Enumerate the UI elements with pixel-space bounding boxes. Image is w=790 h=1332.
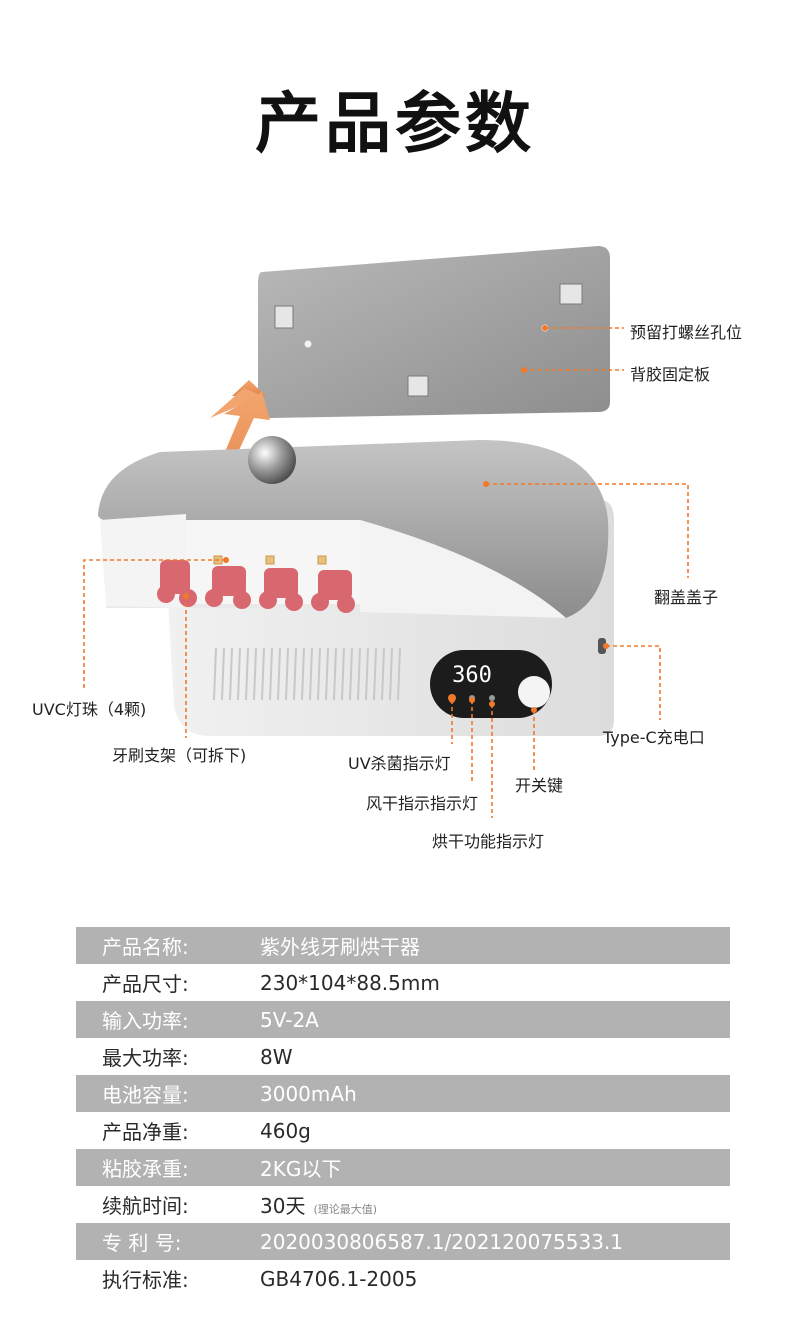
spec-label: 最大功率: — [102, 1046, 189, 1070]
spec-row: 专 利 号: 2020030806587.1/202120075533.1 — [76, 1223, 730, 1260]
magnet-ball — [248, 436, 296, 484]
callout-holder: 牙刷支架（可拆下) — [112, 746, 247, 765]
callout-type-c: Type-C充电口 — [603, 728, 705, 747]
spec-label: 产品净重: — [102, 1120, 189, 1144]
spec-label: 产品名称: — [102, 935, 189, 959]
spec-value: 3000mAh — [260, 1081, 357, 1106]
page-title: 产品参数 — [255, 85, 535, 162]
callout-flip-cover: 翻盖盖子 — [654, 588, 719, 607]
spec-row: 电池容量: 3000mAh — [76, 1075, 730, 1112]
callout-back-plate: 背胶固定板 — [630, 365, 711, 384]
callout-screw-hole: 预留打螺丝孔位 — [630, 323, 743, 342]
spec-value: 30天 — [260, 1194, 306, 1218]
plate-hook — [407, 375, 429, 397]
display-readout: 360 — [452, 663, 492, 688]
cover-inner — [360, 520, 566, 618]
type-c-port — [598, 638, 606, 654]
dry-indicator — [489, 695, 495, 701]
product-illustration: 360 — [83, 246, 689, 818]
callout-air-light: 风干指示指示灯 — [366, 794, 479, 813]
spec-row: 粘胶承重: 2KG以下 — [76, 1149, 730, 1186]
spec-value: 230*104*88.5mm — [260, 970, 440, 995]
spec-value: 5V-2A — [260, 1007, 319, 1032]
spec-value: 紫外线牙刷烘干器 — [260, 935, 420, 959]
spec-row: 产品净重: 460g — [76, 1112, 730, 1149]
spec-label: 专 利 号: — [102, 1231, 182, 1255]
spec-row: 产品尺寸: 230*104*88.5mm — [76, 964, 730, 1001]
flip-cover — [98, 440, 609, 618]
spec-row: 执行标准: GB4706.1-2005 — [76, 1260, 730, 1297]
back-plate — [258, 246, 610, 418]
spec-value: 8W — [260, 1044, 293, 1069]
spec-value: 460g — [260, 1118, 311, 1143]
spec-row: 产品名称: 紫外线牙刷烘干器 — [76, 927, 730, 964]
plate-hook — [274, 305, 294, 329]
callout-dry-light: 烘干功能指示灯 — [432, 832, 545, 851]
callout-uv-light: UV杀菌指示灯 — [348, 754, 451, 773]
spec-value: 2KG以下 — [260, 1157, 342, 1181]
spec-label: 产品尺寸: — [102, 972, 189, 996]
toothbrush-holder — [157, 560, 355, 613]
spec-value: 2020030806587.1/202120075533.1 — [260, 1229, 624, 1254]
callout-uvc: UVC灯珠（4颗) — [32, 700, 147, 719]
spec-value: GB4706.1-2005 — [260, 1266, 418, 1291]
spec-label: 输入功率: — [102, 1009, 189, 1033]
spec-table: 产品名称: 紫外线牙刷烘干器 产品尺寸: 230*104*88.5mm 输入功率: 5… — [76, 927, 730, 1297]
plate-screw-hole — [304, 340, 312, 348]
spec-label: 续航时间: — [102, 1194, 189, 1218]
spec-label: 粘胶承重: — [102, 1157, 189, 1181]
spec-row: 续航时间: 30天 (理论最大值) — [76, 1186, 730, 1223]
plate-hook — [559, 283, 583, 305]
power-button — [518, 676, 550, 708]
spec-label: 电池容量: — [102, 1083, 189, 1107]
spec-label: 执行标准: — [102, 1268, 189, 1292]
callout-power: 开关键 — [515, 776, 564, 795]
spec-note: (理论最大值) — [313, 1203, 378, 1216]
vent-grille — [213, 647, 401, 701]
spec-row: 输入功率: 5V-2A — [76, 1001, 730, 1038]
spec-row: 最大功率: 8W — [76, 1038, 730, 1075]
